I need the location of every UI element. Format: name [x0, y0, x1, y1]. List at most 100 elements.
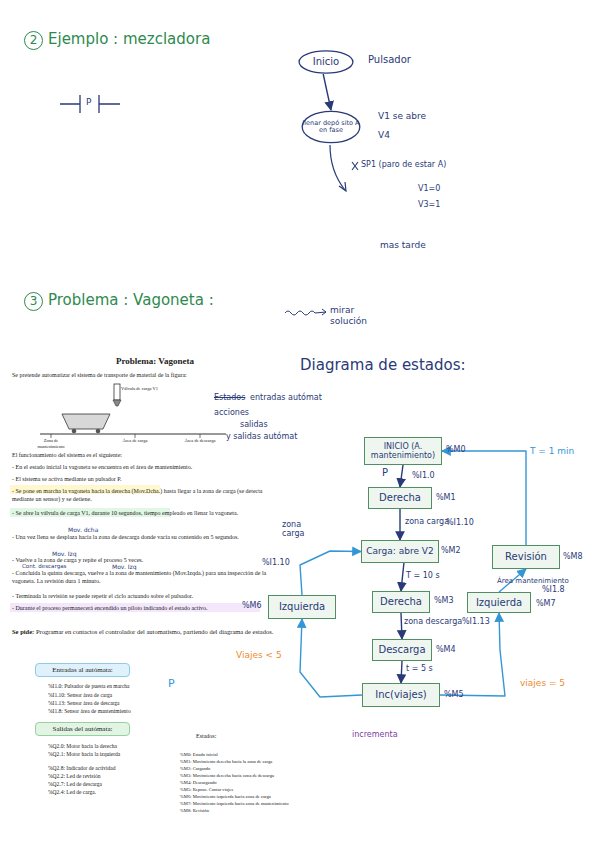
document-text: - Se abre la válvula de carga V1, durant… [12, 510, 274, 518]
state-box: Izquierda [268, 595, 336, 619]
state-box: Descarga [372, 639, 432, 661]
state-tag: %M6 [242, 601, 262, 611]
edge-label: viajes = 5 [520, 678, 565, 688]
transition-arrow [300, 619, 362, 697]
wagon-wheel [96, 429, 101, 434]
contact-symbol [60, 95, 120, 113]
io-list-item: %I1.0: Pulsador de puesta en marcha [48, 683, 130, 690]
handwritten-note: salidas [240, 420, 268, 430]
edge-label: zona carga [282, 520, 318, 538]
node-text: Salidas del autómata: [53, 725, 113, 733]
handwritten-note: V4 [378, 130, 390, 141]
state-list-item: %M2: Cargando [180, 766, 210, 772]
state-list-item: %M5: Reposo. Contar viajes [180, 787, 233, 793]
state-tag: %M5 [444, 690, 464, 700]
io-list-item: %I1.13: Sensor área de descarga [48, 700, 120, 707]
figure-label: Área de descarga [182, 438, 218, 444]
track-line [40, 434, 226, 435]
io-list-item: %Q2.2: Led de revisión [48, 773, 101, 780]
node-text: Izquierda [476, 597, 522, 609]
edge-label: T = 1 min [530, 446, 574, 456]
handwritten-note: mas tarde [380, 240, 426, 251]
state-box: Inc(viajes) [362, 683, 440, 707]
io-list-item: %Q2.8: Indicador de actividad [48, 765, 116, 772]
node-text: Inc(viajes) [375, 689, 427, 701]
oval-shape [299, 51, 353, 73]
document-text: Programar en contactos el controlador de… [12, 628, 274, 636]
figure-label: Válvula de carga V1 [121, 386, 159, 392]
squiggle-arrow [285, 309, 326, 315]
transition-arrow [323, 74, 331, 110]
node-text: Revisión [505, 551, 547, 563]
transition-arrow [401, 613, 402, 639]
document-text: - Concluida la quinta descarga, vuelve a… [12, 570, 274, 586]
handwritten-note: entradas autómat [250, 393, 322, 403]
io-list-item: %I1.10: Sensor área de carga [48, 692, 112, 699]
document-text: - El sistema se activa mediante un pulsa… [12, 476, 274, 484]
transition-arrow [300, 551, 361, 595]
state-list-item: %M4: Descargando [180, 780, 217, 786]
state-tag: %M1 [436, 493, 456, 503]
leader-line [330, 145, 345, 190]
state-box: Revisión [492, 545, 560, 569]
handwritten-note: Pulsador [368, 54, 411, 66]
handwritten-note: Mov. Izq [112, 563, 136, 570]
edge-label: t = 5 s [406, 664, 433, 673]
valve-symbol [114, 384, 120, 400]
node-text: INICIO (A. mantenimiento) [365, 442, 441, 460]
document-text: - En el estado inicial la vagoneta se en… [12, 464, 274, 472]
section-highlight: Entradas al autómata: [35, 663, 130, 677]
valve-nozzle [113, 400, 121, 406]
state-list-item: %M3: Movimiento derecha hacia zona de de… [180, 773, 274, 779]
input-tag: %I1.10 [262, 558, 290, 568]
io-list-item: %Q2.7: Led de descarga [48, 781, 102, 788]
list-heading: Estados: [196, 733, 216, 741]
figure-label: Zona de mantenimiento [30, 438, 72, 450]
state-box: Carga: abre V2 [361, 540, 439, 563]
handwritten-note: SP1 (paro de estar A) [361, 160, 446, 170]
node-text: Entradas al autómata: [52, 666, 113, 674]
node-text: Izquierda [279, 601, 325, 613]
state-box: Derecha [372, 591, 430, 613]
section-number: 3 [24, 292, 43, 311]
wagon-wheel [72, 429, 77, 434]
edge-label: Área mantenimiento [497, 577, 577, 585]
io-list-item: %Q2.4: Led de carga. [48, 789, 96, 796]
state-box: Izquierda [467, 592, 531, 613]
document-text: - Una vez llena se desplaza hacia la zon… [12, 534, 274, 542]
handwritten-note: mirar solución [330, 305, 372, 327]
edge-label: P [382, 467, 388, 479]
state-tag: %M8 [563, 552, 583, 562]
state-tag: %M4 [436, 645, 456, 655]
document-text: El funcionamiento del sistema es el sigu… [12, 452, 274, 460]
node-text: llenar depó sito A en fase [301, 120, 361, 135]
edge-label: zona descarga [404, 617, 462, 626]
state-list-item: %M0: Estado inicial [180, 752, 218, 758]
state-list-item: %M1: Movimiento derecha hacia la zona de… [180, 759, 272, 765]
document-text: Se pretende automatizar el sistema de tr… [12, 372, 277, 380]
input-tag: %I1.8 [542, 585, 565, 595]
edge-label: Viajes < 5 [236, 650, 282, 660]
io-list-item: %I1.8: Sensor área de mantenimiento [48, 708, 131, 715]
node-text: Inicio [313, 56, 339, 68]
arrow-head [339, 182, 346, 191]
document-text: Se pide: [12, 628, 34, 636]
transition-arrow [401, 563, 404, 591]
handwritten-note: acciones [214, 408, 249, 418]
io-list-item: %Q2.1: Motor hacia la izquierda [48, 751, 120, 758]
handwritten-note: Mov. Izq [52, 550, 76, 557]
handwritten-note: P [168, 677, 175, 690]
node-text: Derecha [380, 596, 422, 608]
document-text: - Terminada la revisión se puede repetir… [12, 593, 274, 601]
handwritten-note: V3=1 [418, 200, 440, 210]
input-tag: %I1.10 [446, 518, 474, 528]
zone-ticks [51, 434, 200, 438]
handwritten-note: Mov. dcha [68, 526, 98, 533]
process-oval: llenar depó sito A en fase [301, 110, 361, 144]
edge-label: T = 10 s [406, 571, 440, 580]
wagon-body [62, 414, 110, 429]
diagram-heading: Diagrama de estados: [300, 356, 466, 374]
section-number: 2 [24, 31, 43, 50]
